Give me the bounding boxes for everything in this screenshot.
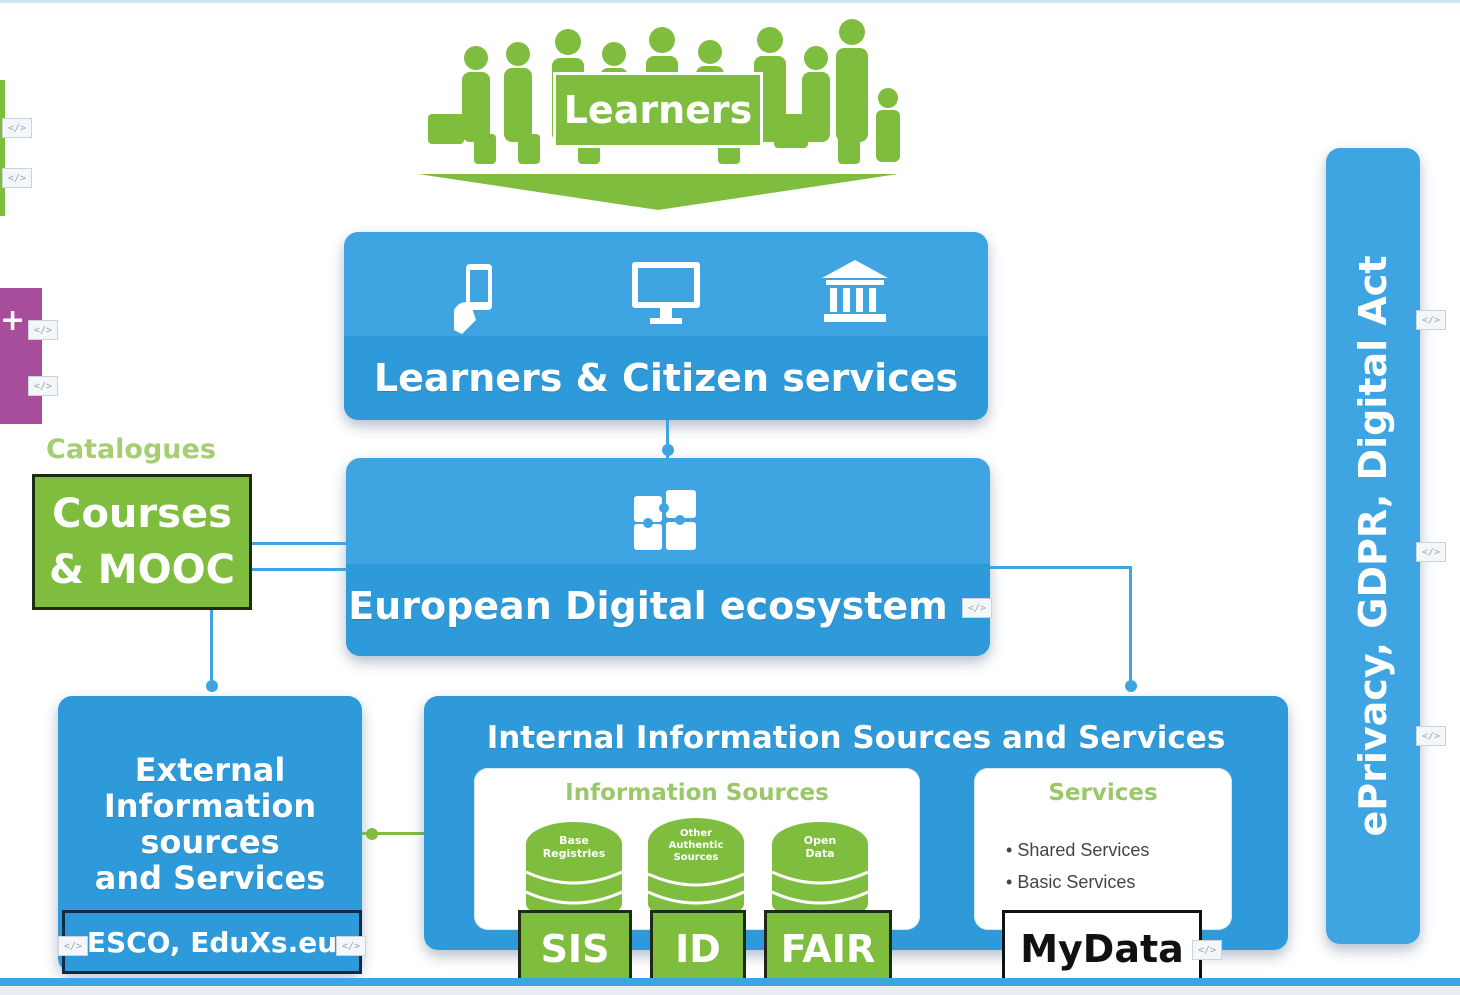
internal-sources-panel: Internal Information Sources and Service… — [424, 696, 1288, 950]
information-sources-card: Information Sources Base Registries Othe… — [474, 768, 920, 930]
embed-placeholder-icon: </> — [336, 936, 366, 956]
connector-line — [210, 610, 213, 690]
connector-line — [1129, 566, 1132, 690]
connector-line — [666, 420, 669, 460]
citizen-services-panel: Learners & Citizen services — [344, 232, 988, 420]
information-sources-heading: Information Sources — [565, 780, 829, 806]
ecosystem-label: European Digital ecosystem — [348, 584, 948, 628]
regulation-pillar: ePrivacy, GDPR, Digital Act — [1326, 148, 1420, 944]
regulation-label: ePrivacy, GDPR, Digital Act — [1351, 255, 1395, 837]
courses-mooc-box: Courses & MOOC — [32, 474, 252, 610]
mydata-tag: MyData — [1002, 910, 1202, 988]
catalogues-heading: Catalogues — [46, 434, 216, 465]
embed-placeholder-icon: </> — [28, 320, 58, 340]
embed-placeholder-icon: </> — [962, 598, 992, 618]
connector-line — [990, 566, 1132, 569]
ecosystem-panel: European Digital ecosystem </> — [346, 458, 992, 656]
connector-line — [252, 568, 348, 571]
connector-dot — [366, 828, 378, 840]
database-icon: Base Registries — [524, 822, 624, 922]
embed-placeholder-icon: </> — [2, 168, 32, 188]
external-sources-title: External Information sources and Service… — [94, 751, 326, 897]
embed-placeholder-icon: </> — [1416, 310, 1446, 330]
sis-tag: SIS — [518, 910, 632, 988]
bottom-strip — [0, 986, 1460, 995]
id-tag: ID — [650, 910, 746, 988]
connector-dot — [1125, 680, 1137, 692]
fair-tag-label: FAIR — [780, 927, 876, 971]
connector-line — [362, 832, 426, 835]
services-heading: Services — [1048, 780, 1158, 806]
plus-icon: + — [0, 303, 26, 338]
connector-dot — [206, 680, 218, 692]
base-registries-label: Base Registries — [542, 834, 606, 860]
services-card: Services • Shared Services • Basic Servi… — [974, 768, 1232, 930]
puzzle-icon — [634, 490, 696, 550]
esco-tag: ESCO, EduXs.eu — [62, 910, 362, 974]
database-icon: Open Data — [770, 822, 870, 922]
embed-placeholder-icon: </> — [2, 118, 32, 138]
id-tag-label: ID — [675, 927, 721, 971]
courses-mooc-label: Courses & MOOC — [49, 491, 235, 593]
learners-label-box: Learners — [553, 72, 763, 148]
open-data-label: Open Data — [803, 834, 837, 860]
embed-placeholder-icon: </> — [1192, 940, 1222, 960]
other-authentic-sources-label: Other Authentic Sources — [668, 828, 724, 863]
mydata-tag-label: MyData — [1020, 927, 1184, 971]
embed-placeholder-icon: </> — [28, 376, 58, 396]
internal-sources-title: Internal Information Sources and Service… — [486, 720, 1226, 756]
list-item: • Basic Services — [1006, 872, 1136, 892]
monitor-icon — [632, 262, 700, 324]
basic-services-label: Basic Services — [1017, 872, 1136, 892]
database-icon: Other Authentic Sources — [646, 818, 746, 922]
smartphone-icon — [454, 264, 492, 334]
embed-placeholder-icon: </> — [1416, 726, 1446, 746]
connector-line — [252, 542, 348, 545]
fair-tag: FAIR — [764, 910, 892, 988]
citizen-services-label: Learners & Citizen services — [373, 356, 959, 400]
learners-label: Learners — [563, 88, 753, 132]
connector-dot — [662, 444, 674, 456]
embed-placeholder-icon: </> — [58, 936, 88, 956]
top-border — [0, 0, 1460, 3]
esco-tag-label: ESCO, EduXs.eu — [86, 925, 338, 959]
sis-tag-label: SIS — [540, 927, 610, 971]
shared-services-label: Shared Services — [1017, 840, 1150, 860]
left-purple-sliver — [0, 288, 42, 424]
list-item: • Shared Services — [1006, 840, 1150, 860]
embed-placeholder-icon: </> — [1416, 542, 1446, 562]
institution-icon — [822, 260, 888, 322]
bottom-bar — [0, 978, 1460, 986]
left-green-sliver — [0, 80, 5, 216]
